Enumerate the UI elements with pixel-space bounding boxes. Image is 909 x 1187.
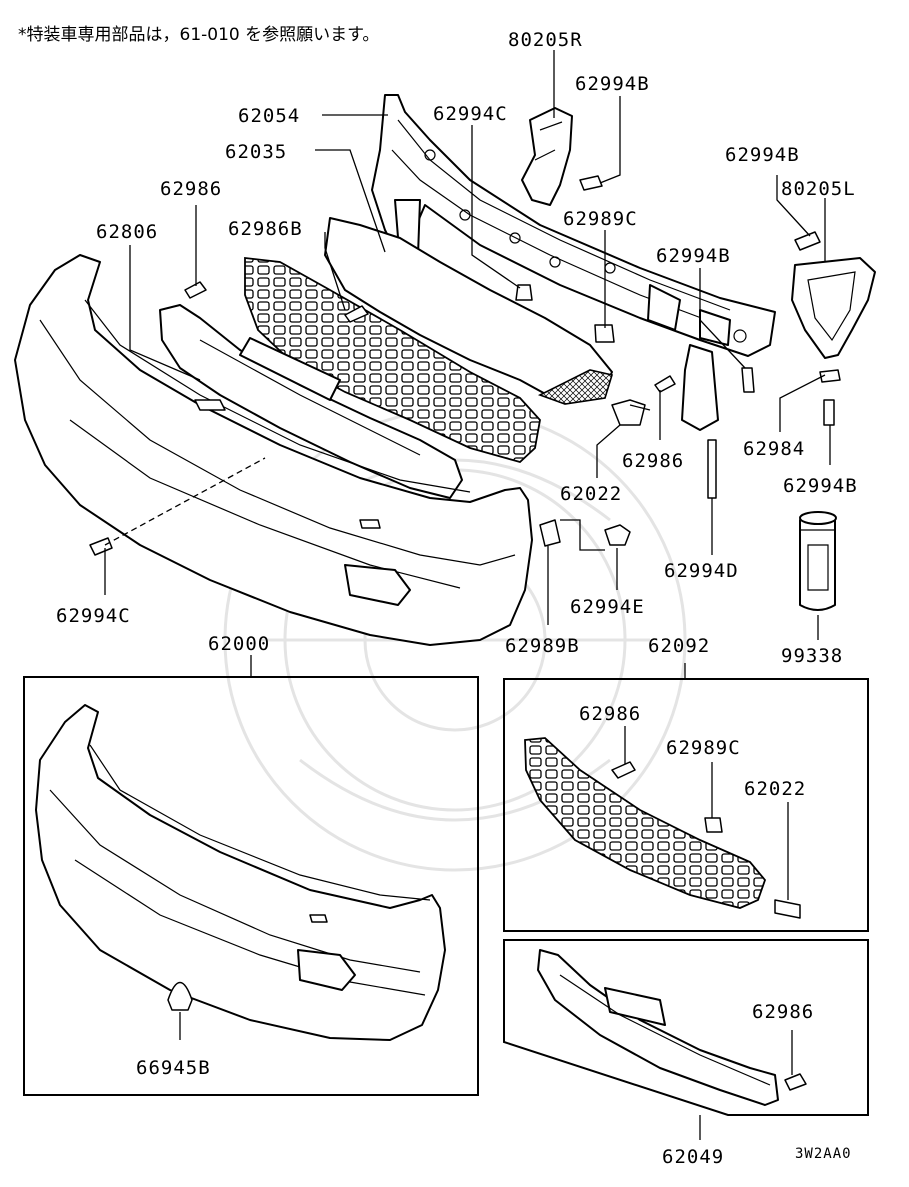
label-62994E: 62994E (570, 596, 645, 618)
label-62986-a: 62986 (160, 178, 222, 200)
part-labels: 80205R 62994B 62054 62994C 62035 62994B … (56, 29, 858, 1168)
canister-99338 (799, 511, 837, 611)
label-62994B-d: 62994B (783, 475, 858, 497)
label-62989C-a: 62989C (563, 208, 638, 230)
label-62049: 62049 (662, 1146, 724, 1168)
label-62986B: 62986B (228, 218, 303, 240)
fasteners-upper (89, 175, 841, 556)
label-62994C-a: 62994C (433, 103, 508, 125)
label-62994C-b: 62994C (56, 605, 131, 627)
bracket-80205L (791, 257, 876, 359)
lower-reinforcement-box (503, 939, 869, 1140)
label-62994D: 62994D (664, 560, 739, 582)
label-62054: 62054 (238, 105, 300, 127)
label-62994B-b: 62994B (725, 144, 800, 166)
label-62806: 62806 (96, 221, 158, 243)
upper-support-panel-62054 (371, 94, 776, 431)
label-99338: 99338 (781, 645, 843, 667)
label-62989B: 62989B (505, 635, 580, 657)
label-62022-b: 62022 (744, 778, 806, 800)
reinforcement-62806 (159, 304, 463, 499)
bracket-80205R (521, 107, 573, 206)
grille-assembly-box (503, 663, 869, 932)
label-62092: 62092 (648, 635, 710, 657)
label-66945B: 66945B (136, 1057, 211, 1079)
front-bumper-upper (14, 254, 533, 646)
label-62989C-b: 62989C (666, 737, 741, 759)
label-62986-b: 62986 (622, 450, 684, 472)
label-62022-a: 62022 (560, 483, 622, 505)
under-cover-62035 (324, 217, 614, 405)
label-62994B-c: 62994B (656, 245, 731, 267)
label-62984: 62984 (743, 438, 805, 460)
label-62000: 62000 (208, 633, 270, 655)
label-62035: 62035 (225, 141, 287, 163)
label-80205L: 80205L (781, 178, 856, 200)
label-62986-d: 62986 (752, 1001, 814, 1023)
diagram-code: 3W2AA0 (795, 1146, 852, 1162)
leader-lines-upper (104, 50, 831, 640)
label-62994B-a: 62994B (575, 73, 650, 95)
special-vehicle-note: *特装車専用部品は，61-010 を参照願います。 (18, 25, 379, 45)
label-80205R: 80205R (508, 29, 583, 51)
label-62986-c: 62986 (579, 703, 641, 725)
bumper-assembly-box (23, 655, 479, 1096)
